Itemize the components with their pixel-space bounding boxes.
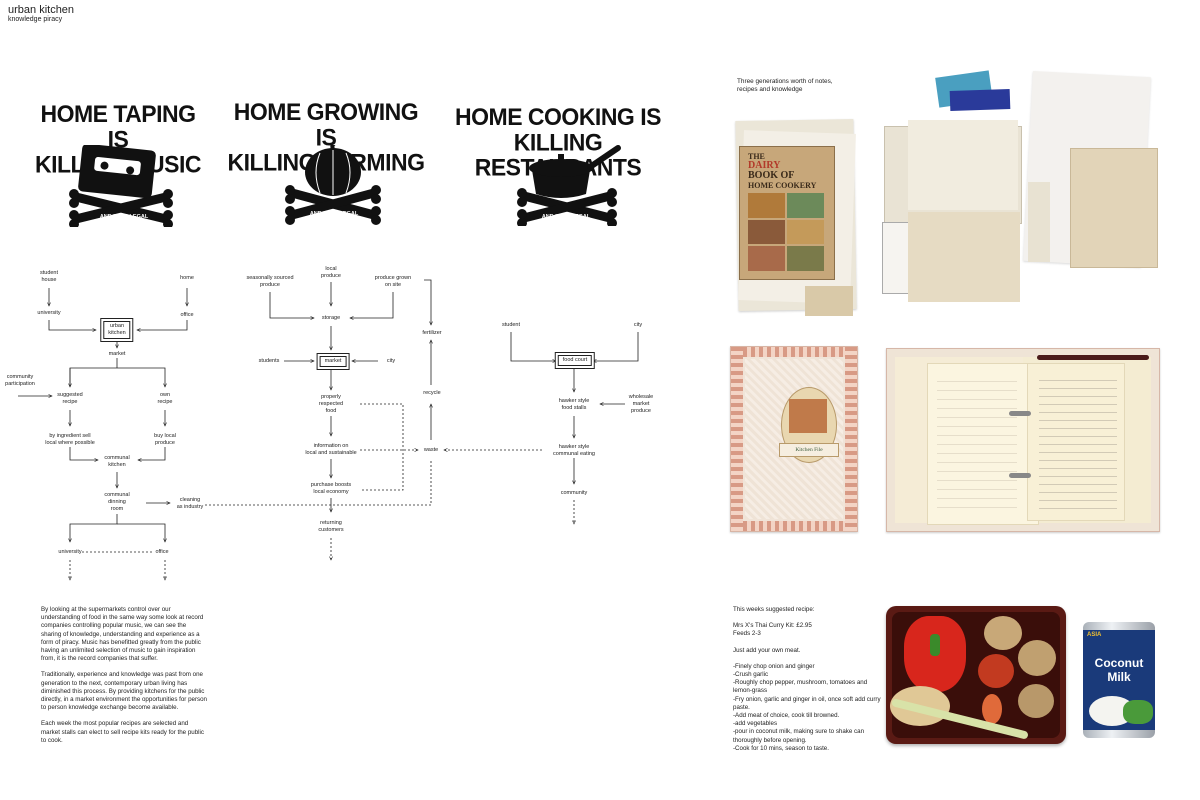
node-hawker-eating: hawker style communal eating — [553, 444, 595, 457]
kitchen-file-photo: Kitchen File — [730, 346, 858, 532]
cookbook-title-2: DAIRY — [748, 160, 781, 171]
body-paragraph: By looking at the supermarkets control o… — [41, 606, 204, 663]
slogan-restaurants-line1: HOME COOKING IS — [455, 103, 661, 131]
cassette-tape-icon: AND IT'S ILLEGAL — [69, 145, 173, 227]
page-subtitle: knowledge piracy — [8, 16, 63, 23]
node-university-top: university — [37, 310, 61, 316]
caption-generations: Three generations worth of notes, recipe… — [737, 78, 833, 94]
can-brand: ASIA — [1087, 632, 1102, 638]
node-home: home — [180, 275, 194, 281]
node-own-recipe: own recipe — [157, 392, 173, 405]
node-by-ingredient: by ingredient sell local where possible — [45, 433, 95, 446]
kitchen-file-label: Kitchen File — [779, 443, 839, 457]
node-seasonally-sourced: seasonally sourced produce — [246, 275, 294, 288]
cookbook-stack-photo: THE DAIRY BOOK OF HOME COOKERY — [735, 118, 857, 318]
recipe-kit: Mrs X's Thai Curry Kit: £2.95 — [733, 622, 812, 630]
node-buy-local: buy local produce — [154, 433, 176, 446]
node-local-produce: local produce — [321, 266, 341, 279]
cookbook-cover: THE DAIRY BOOK OF HOME COOKERY — [739, 146, 835, 280]
node-market: market — [108, 351, 126, 357]
node-wholesale: wholesale market produce — [628, 394, 654, 414]
recipe-step: -Cook for 10 mins, season to taste. — [733, 744, 829, 752]
recipe-step: -Roughly chop pepper, mushroom, tomatoes… — [733, 679, 868, 695]
node-urban-kitchen: urban kitchen — [103, 321, 131, 339]
coconut-milk-can-photo: ASIA Coconut Milk — [1083, 622, 1155, 738]
flow-diagram-lines — [18, 279, 639, 600]
node-city-3: city — [633, 322, 643, 328]
recipe-step: -pour in coconut milk, making sure to sh… — [733, 728, 865, 744]
page-title: urban kitchen — [8, 4, 75, 16]
cookbook-title-3: BOOK OF — [748, 170, 795, 181]
node-students: students — [258, 358, 280, 364]
slogan-music-line1: HOME TAPING IS — [40, 100, 196, 153]
node-market-2: market — [319, 356, 347, 367]
node-food-court: food court — [557, 355, 593, 366]
cookbook-title-1: THE — [748, 152, 765, 161]
node-fertilizer: fertilizer — [422, 330, 442, 336]
recipe-step: -Add meat of choice, cook till browned. — [733, 712, 840, 720]
recipe-kit-tray-photo — [886, 606, 1066, 744]
pumpkin-icon: AND IT'S ILLEGAL — [285, 145, 381, 225]
node-student-3: student — [501, 322, 521, 328]
node-city-2: city — [386, 358, 396, 364]
node-produce-grown: produce grown on site — [374, 275, 412, 288]
node-cleaning: cleaning as industry — [176, 497, 204, 510]
body-paragraph: Traditionally, experience and knowledge … — [41, 671, 207, 712]
body-text: By looking at the supermarkets control o… — [41, 606, 207, 753]
node-suggested-recipe: suggested recipe — [57, 392, 83, 405]
node-information: information on local and sustainable — [305, 443, 357, 456]
open-binder-photo — [886, 348, 1160, 532]
recipe-feeds: Feeds 2-3 — [733, 630, 761, 638]
slogan-farming-tag: AND IT'S ILLEGAL — [310, 211, 359, 217]
node-community: community — [560, 490, 588, 496]
node-hawker-stalls: hawker style food stalls — [558, 398, 590, 411]
body-paragraph: Each week the most popular recipes are s… — [41, 720, 205, 744]
slogan-restaurants-tag: AND IT'S ILLEGAL — [542, 214, 591, 220]
can-line1: Coconut — [1094, 656, 1144, 670]
recipe-step: -Finely chop onion and ginger — [733, 662, 815, 670]
node-recycle: recycle — [423, 390, 441, 396]
node-student-house: student house — [39, 270, 59, 283]
node-communal-dinning: communal dinning room — [104, 492, 130, 512]
recipe-step: -Crush garlic — [733, 671, 769, 679]
node-returning-customers: returning customers — [318, 520, 344, 533]
node-purchase-boosts: purchase boosts local economy — [310, 482, 352, 495]
node-university-bottom: university — [58, 549, 82, 555]
node-storage: storage — [321, 315, 341, 321]
can-line2: Milk — [1107, 670, 1131, 684]
handwritten-notes-photo — [880, 70, 1162, 308]
node-office-bottom: office — [155, 549, 169, 555]
recipe-step: -add vegetables — [733, 720, 778, 728]
recipe-heading: This weeks suggested recipe: — [733, 606, 815, 613]
node-properly-respected: properly respected food — [318, 394, 344, 414]
cookbook-title-4: HOME COOKERY — [748, 181, 817, 190]
recipe-note: Just add your own meat. — [733, 646, 801, 654]
saucepan-icon: AND IT'S ILLEGAL — [517, 145, 621, 226]
recipe-step: -Fry onion, garlic and ginger in oil, on… — [733, 695, 881, 711]
node-office-top: office — [180, 312, 194, 318]
recipe-text: This weeks suggested recipe: Mrs X's Tha… — [733, 606, 885, 753]
node-waste: waste — [423, 447, 439, 453]
node-community-participation: community participation — [5, 374, 35, 387]
node-communal-kitchen: communal kitchen — [104, 455, 130, 468]
slogan-farming-line1: HOME GROWING IS — [233, 98, 419, 151]
slogan-music-tag: AND IT'S ILLEGAL — [100, 214, 149, 220]
